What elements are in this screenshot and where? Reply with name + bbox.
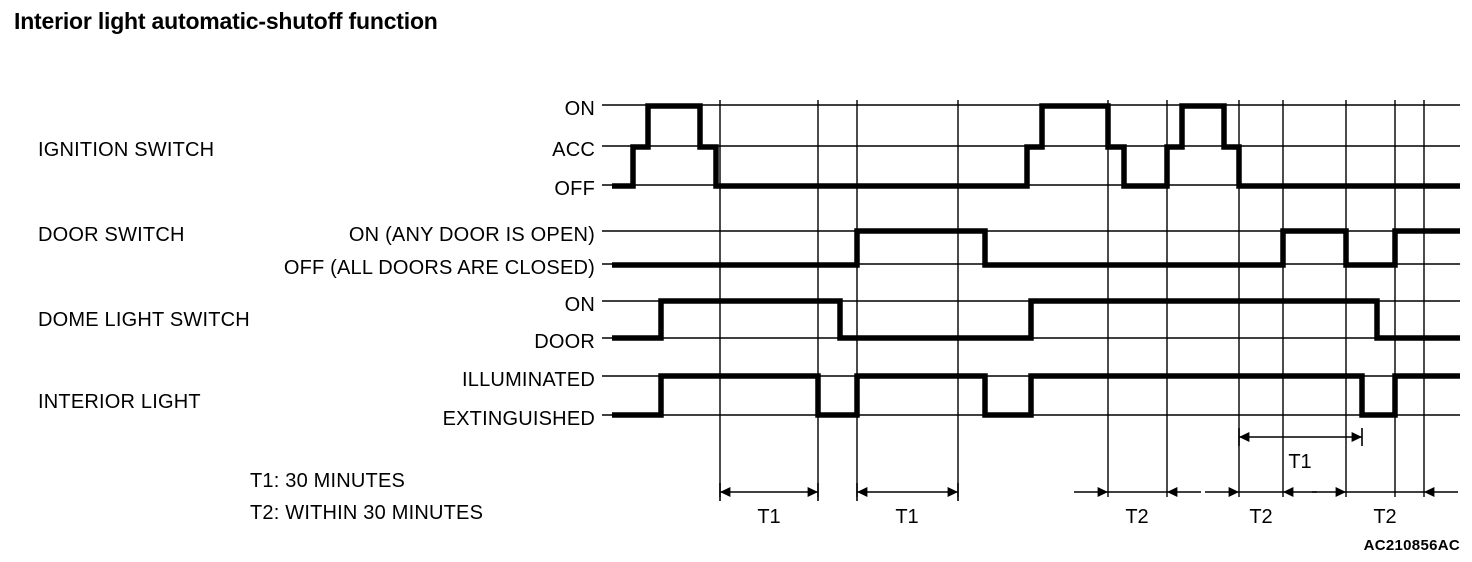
measure-t1-5: T1 [1238, 428, 1363, 473]
signal-label-dome-light-switch: DOME LIGHT SWITCH [38, 309, 250, 331]
arrow-right [1351, 432, 1362, 442]
arrow-left [1228, 487, 1239, 497]
state-label-dome-on: ON [564, 294, 595, 316]
measure-t2-4: T2 [1312, 487, 1458, 528]
measure-label-t2: T2 [1125, 506, 1148, 528]
legend-t1: T1: 30 MINUTES [250, 470, 406, 492]
state-label-ignition-acc: ACC [552, 139, 595, 161]
measure-label-t1: T1 [1288, 451, 1311, 473]
page-title: Interior light automatic-shutoff functio… [14, 8, 438, 34]
waveform-ignition-switch [612, 103, 1460, 189]
legend-t2: T2: WITHIN 30 MINUTES [250, 502, 484, 524]
state-label-light-illuminated: ILLUMINATED [462, 369, 595, 391]
state-label-door-on: ON (ANY DOOR IS OPEN) [348, 224, 595, 246]
state-label-dome-door: DOOR [534, 331, 595, 353]
arrow-right [947, 487, 958, 497]
state-label-door-off: OFF (ALL DOORS ARE CLOSED) [283, 257, 595, 279]
arrow-left [1239, 432, 1250, 442]
waveform-dome-light-switch [612, 298, 1460, 341]
state-label-ignition-off: OFF [554, 178, 595, 200]
arrow-left [1335, 487, 1346, 497]
signal-label-interior-light: INTERIOR LIGHT [38, 391, 201, 413]
arrow-right [1167, 487, 1178, 497]
arrow-left [1097, 487, 1108, 497]
state-label-light-extinguished: EXTINGUISHED [442, 408, 595, 430]
arrow-left [857, 487, 868, 497]
figure-code: AC210856AC [1363, 537, 1460, 554]
arrow-right [1424, 487, 1435, 497]
state-label-ignition-on: ON [564, 98, 595, 120]
measure-label-t2: T2 [1249, 506, 1272, 528]
arrow-left [720, 487, 731, 497]
waveform-door-switch [612, 228, 1460, 268]
measure-t1-1: T1 [856, 483, 959, 528]
measure-label-t1: T1 [895, 506, 918, 528]
arrow-right [1283, 487, 1294, 497]
waveform-group [612, 103, 1460, 418]
measure-t2-3: T2 [1205, 487, 1317, 528]
arrow-right [807, 487, 818, 497]
measure-label-t1: T1 [757, 506, 780, 528]
signal-label-ignition-switch: IGNITION SWITCH [38, 139, 215, 161]
measure-t1-0: T1 [719, 483, 819, 528]
waveform-interior-light [612, 373, 1460, 418]
measure-t2-2: T2 [1074, 487, 1201, 528]
signal-label-door-switch: DOOR SWITCH [38, 224, 185, 246]
baseline-group [602, 104, 1460, 416]
measure-label-t2: T2 [1373, 506, 1396, 528]
